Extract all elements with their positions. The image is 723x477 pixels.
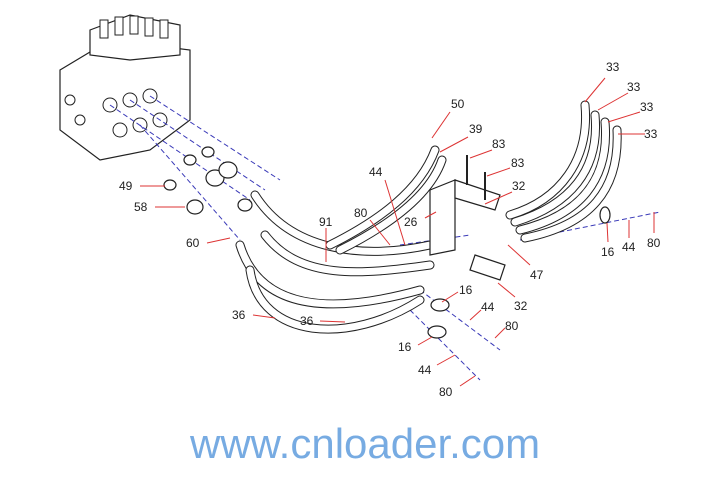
label-80: 80 [647, 236, 661, 250]
label-83: 83 [492, 137, 506, 151]
fittings [163, 146, 253, 215]
watermark: www.cnloader.com [189, 420, 540, 467]
label-16: 16 [601, 245, 615, 259]
label-33: 33 [627, 80, 641, 94]
label-49: 49 [119, 179, 133, 193]
label-44: 44 [622, 240, 636, 254]
label-16: 16 [398, 340, 412, 354]
label-32: 32 [512, 179, 526, 193]
label-39: 39 [469, 122, 483, 136]
label-33: 33 [644, 127, 658, 141]
assembly-lines [109, 95, 661, 381]
label-44: 44 [369, 165, 383, 179]
label-80: 80 [439, 385, 453, 399]
label-44: 44 [418, 363, 432, 377]
part-labels: 50 39 83 83 32 44 80 26 91 33 33 33 33 1… [119, 60, 661, 399]
label-33: 33 [640, 100, 654, 114]
label-58: 58 [134, 200, 148, 214]
label-80: 80 [354, 206, 368, 220]
label-47: 47 [530, 268, 544, 282]
label-26: 26 [404, 215, 418, 229]
label-60: 60 [186, 236, 200, 250]
hoses [235, 100, 622, 334]
label-36: 36 [232, 308, 246, 322]
label-16: 16 [459, 283, 473, 297]
label-91: 91 [319, 215, 333, 229]
label-32: 32 [514, 299, 528, 313]
label-83: 83 [511, 156, 525, 170]
leader-lines [140, 77, 655, 387]
label-50: 50 [451, 97, 465, 111]
label-80: 80 [505, 319, 519, 333]
control-valve-block [59, 14, 191, 161]
label-36: 36 [300, 314, 314, 328]
mounting-bracket [427, 155, 611, 339]
label-33: 33 [606, 60, 620, 74]
label-44: 44 [481, 300, 495, 314]
